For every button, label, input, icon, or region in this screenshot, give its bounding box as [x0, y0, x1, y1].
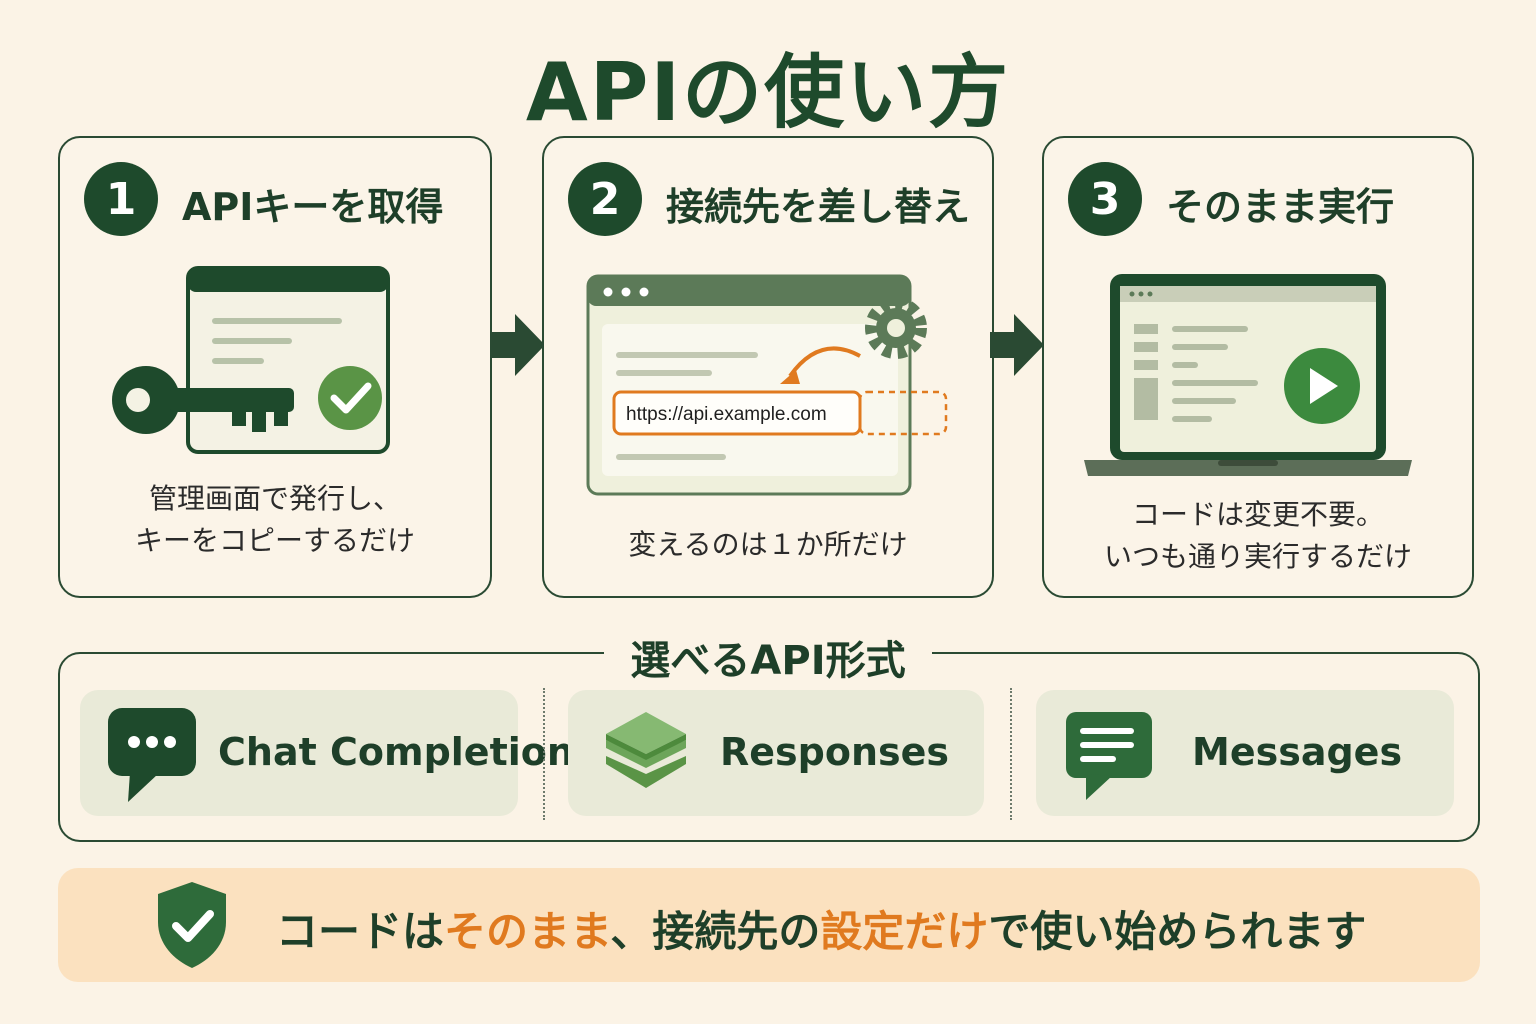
step-2-title: 接続先を差し替え [666, 185, 971, 229]
format-label: Chat Completions [218, 730, 597, 774]
step-2-card: 2 接続先を差し替え https://api.example.com 変えるのは… [542, 136, 994, 598]
shield-check-icon [158, 882, 226, 968]
format-card-chat-completions: Chat Completions [80, 690, 597, 816]
key-window-illustration [112, 266, 390, 454]
summary-text: コードはそのまま、接続先の設定だけで使い始められます [276, 907, 1367, 956]
highlight-text: そのまま [444, 907, 611, 956]
format-label: Messages [1192, 730, 1403, 774]
endpoint-url: https://api.example.com [626, 404, 827, 425]
format-card-responses: Responses [568, 690, 984, 816]
endpoint-switch-illustration: https://api.example.com [586, 274, 948, 496]
step-1-description: 管理画面で発行し、 キーをコピーするだけ [134, 482, 415, 557]
step-number-1: 1 [84, 162, 158, 236]
divider [1010, 688, 1012, 820]
step-number-3: 3 [1068, 162, 1142, 236]
step-3-title: そのまま実行 [1166, 185, 1395, 229]
step-1-card: 1 APIキーを取得 管理画面で発行し、 キーをコピーするだけ [58, 136, 492, 598]
laptop-run-illustration [1084, 274, 1412, 476]
step-3-description: コードは変更不要。 いつも通り実行するだけ [1103, 498, 1412, 573]
layers-icon [606, 712, 686, 788]
api-formats-title: 選べるAPI形式 [604, 628, 932, 686]
gear-icon [865, 297, 927, 359]
summary-banner: コードはそのまま、接続先の設定だけで使い始められます [58, 868, 1480, 982]
highlight-text: 設定だけ [820, 907, 989, 956]
arrow-right-icon [990, 314, 1044, 376]
arrow-right-icon [491, 314, 545, 376]
chat-bubble-icon [108, 708, 196, 802]
message-icon [1066, 712, 1152, 800]
format-label: Responses [720, 730, 950, 774]
step-1-title: APIキーを取得 [182, 185, 444, 229]
format-card-messages: Messages [1036, 690, 1454, 816]
step-3-card: 3 そのまま実行 コードは変更不要。 いつも通り実行するだけ [1042, 136, 1474, 598]
step-2-description: 変えるのは１か所だけ [628, 528, 908, 561]
page-title: APIの使い方 [525, 46, 1011, 139]
divider [543, 688, 545, 820]
step-number-2: 2 [568, 162, 642, 236]
